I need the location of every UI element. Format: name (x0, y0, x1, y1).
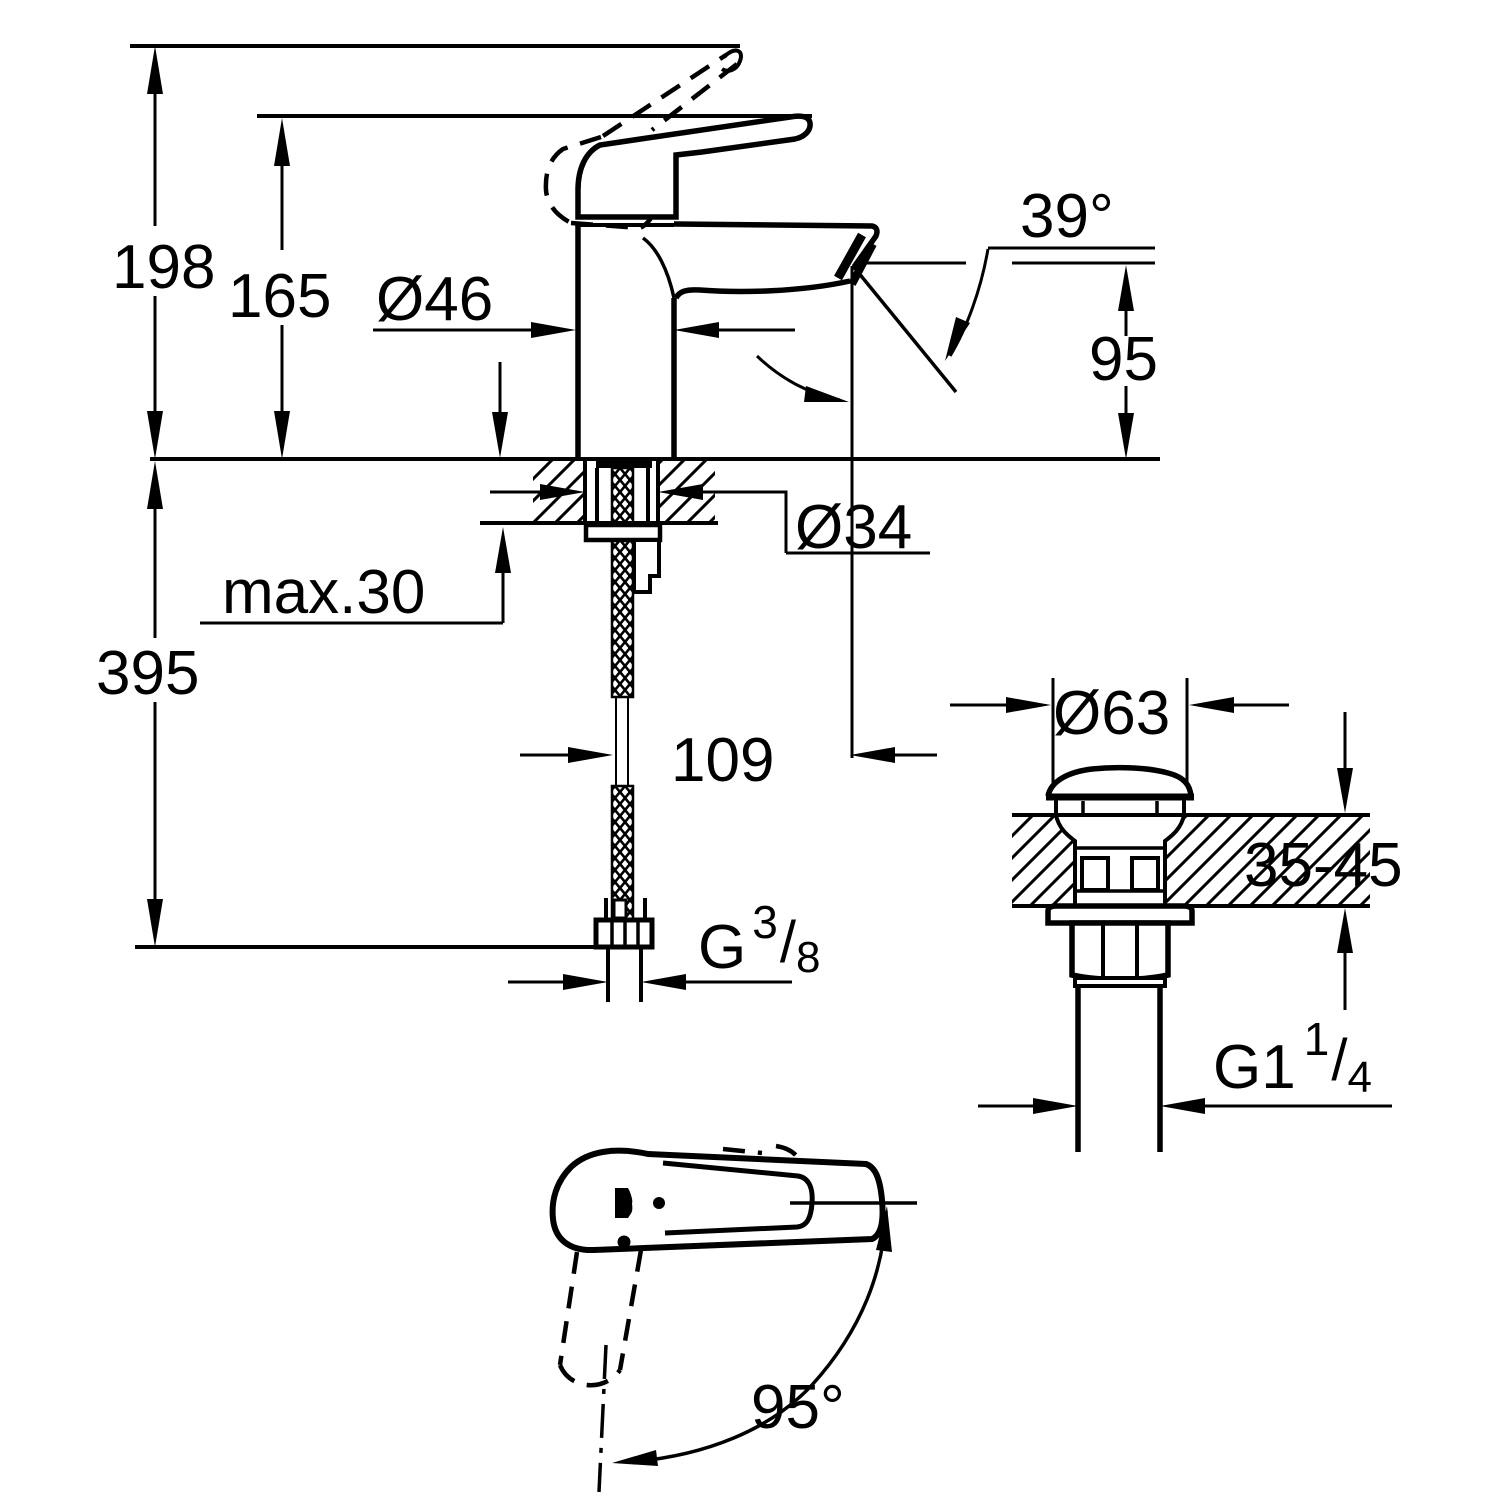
handle-rotation-detail (549, 1143, 917, 1493)
label-max-30: max.30 (222, 558, 425, 627)
faucet-outline (543, 48, 880, 459)
main-view-dimension-lines (130, 44, 1160, 990)
drain-valve-detail (950, 678, 1392, 1152)
countertop-section (533, 461, 715, 523)
label-height-198: 198 (112, 233, 215, 302)
dimension-labels: 198 165 Ø46 39° 95 Ø34 max.30 395 109 Ø6… (96, 182, 1403, 1442)
label-height-395: 395 (96, 639, 199, 708)
label-diameter-34: Ø34 (795, 493, 912, 562)
label-depth-35-45: 35-45 (1244, 831, 1403, 900)
label-angle-39: 39° (1020, 182, 1114, 251)
label-diameter-63: Ø63 (1053, 679, 1170, 748)
label-height-95: 95 (1089, 325, 1158, 394)
label-height-165: 165 (228, 262, 331, 331)
label-projection-109: 109 (671, 726, 774, 795)
mounting-shank-and-hose (583, 459, 663, 1002)
label-angle-95: 95° (751, 1373, 845, 1442)
label-diameter-46: Ø46 (376, 265, 493, 334)
